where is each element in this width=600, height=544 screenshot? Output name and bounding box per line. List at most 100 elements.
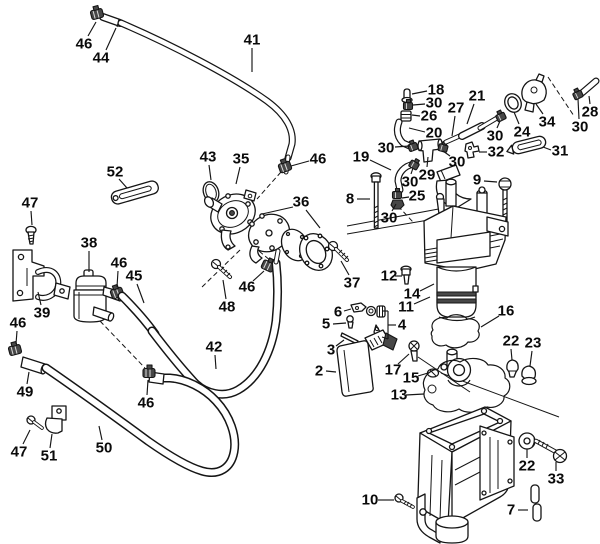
- callout-27-27: 27: [448, 100, 465, 117]
- cable-clamp-51: [44, 405, 67, 434]
- screw-48: [210, 258, 232, 279]
- callout-leader-47-11: [30, 210, 33, 226]
- callout-3-51: 3: [327, 342, 335, 359]
- callout-leader-44-1: [105, 27, 117, 51]
- callout-leader-20-26: [408, 127, 426, 133]
- callout-leader-51-21: [49, 433, 53, 449]
- screw-37: [327, 240, 349, 262]
- washer-22-bottom: [518, 432, 536, 450]
- callout-leader-30-37: [394, 145, 411, 148]
- callout-47-20: 47: [11, 444, 28, 461]
- hose-20: [393, 118, 416, 151]
- callout-leader-29-39: [426, 156, 429, 168]
- grommet-22-top: [506, 359, 519, 378]
- callout-leader-13-58: [405, 393, 425, 396]
- callout-26-25: 26: [421, 108, 438, 125]
- callout-leader-30-29: [496, 120, 501, 129]
- fuel-filter-34: [521, 73, 547, 113]
- callout-11-47: 11: [398, 299, 414, 316]
- callout-30-33: 30: [572, 119, 589, 136]
- clip-6: [350, 302, 367, 313]
- hose-clamp-46-a: [88, 4, 105, 21]
- callout-leader-46-6: [290, 160, 310, 167]
- callout-13-58: 13: [391, 387, 408, 404]
- callout-30-42: 30: [381, 210, 398, 227]
- callout-leader-3-51: [335, 339, 345, 347]
- callout-leader-2-52: [325, 370, 337, 373]
- callout-leader-43-4: [208, 164, 212, 181]
- callout-30-24: 30: [426, 95, 443, 112]
- callout-leader-36-7: [305, 209, 321, 229]
- callout-leader-48-9: [222, 279, 227, 300]
- callout-leader-52-3: [118, 178, 128, 189]
- screw-17: [408, 340, 420, 362]
- callout-leader-46-0: [87, 21, 97, 37]
- callout-leader-37-8: [340, 260, 350, 276]
- callout-25-41: 25: [409, 188, 426, 205]
- callout-31-34: 31: [552, 143, 569, 160]
- callout-leader-21-28: [466, 103, 475, 125]
- callout-46-0: 46: [76, 36, 93, 53]
- callout-2-52: 2: [315, 363, 323, 380]
- pump-cover-36: [247, 213, 291, 264]
- fitting-26: [400, 110, 412, 122]
- callout-leader-45-14: [136, 283, 145, 304]
- hose-clamp-46-f: [142, 364, 156, 379]
- hose-50: [20, 356, 240, 477]
- anode-31: [506, 135, 547, 155]
- callout-leader-35-5: [235, 166, 241, 185]
- hose-clamp-46-e: [6, 340, 23, 357]
- callout-33-60: 33: [548, 471, 565, 488]
- callout-leader-23-55: [529, 350, 533, 367]
- callout-leader-16-53: [480, 315, 500, 328]
- callout-18-23: 18: [428, 82, 445, 99]
- callout-19-36: 19: [353, 149, 370, 166]
- wrench-52: [110, 180, 159, 205]
- callout-leader-17-56: [397, 353, 410, 365]
- screw-10: [394, 493, 415, 509]
- callout-44-1: 44: [93, 50, 110, 67]
- mount-housing: [416, 406, 515, 544]
- callout-46-19: 46: [138, 395, 155, 412]
- hose-42: [147, 248, 282, 399]
- callout-47-11: 47: [22, 195, 39, 212]
- callout-30-38: 30: [449, 154, 466, 171]
- screw-5: [346, 315, 354, 329]
- screw-47-bottom: [26, 415, 44, 430]
- fuel-line-21: [443, 115, 500, 145]
- callout-46-10: 46: [239, 279, 256, 296]
- callout-leader-25-41: [401, 196, 410, 199]
- callout-32-35: 32: [488, 144, 505, 161]
- callout-leader-6-48: [343, 308, 352, 312]
- callout-leader-42-17: [214, 354, 217, 370]
- callout-leader-15-57: [417, 372, 429, 377]
- fitting-25: [390, 199, 405, 210]
- callout-23-55: 23: [525, 335, 542, 352]
- screw-12: [400, 265, 412, 285]
- callout-35-5: 35: [233, 151, 250, 168]
- callout-12-45: 12: [381, 268, 398, 285]
- callout-leader-39-15: [37, 291, 42, 306]
- callout-15-57: 15: [403, 370, 420, 387]
- clip-32: [464, 141, 480, 159]
- callout-24-30: 24: [514, 124, 531, 141]
- callout-14-46: 14: [404, 286, 421, 303]
- callout-5-49: 5: [322, 316, 330, 333]
- callout-leader-30-33: [577, 98, 580, 120]
- fuel-tube-41: [99, 13, 296, 175]
- callout-leader-46-19: [146, 379, 149, 396]
- pump-flange-36: [299, 233, 333, 271]
- cup-2: [336, 329, 398, 397]
- callout-34-31: 34: [539, 114, 556, 131]
- callout-leader-28-32: [588, 95, 591, 105]
- callout-leader-26-25: [411, 114, 421, 117]
- callout-9-44: 9: [473, 172, 481, 189]
- callout-48-9: 48: [219, 299, 236, 316]
- callout-52-3: 52: [107, 164, 124, 181]
- screw-47-top: [25, 225, 37, 245]
- nut-washer-4: [365, 305, 386, 318]
- callout-leader-30-24: [412, 103, 426, 106]
- callout-17-56: 17: [385, 362, 402, 379]
- electric-fuel-pump-assembly: [423, 164, 509, 322]
